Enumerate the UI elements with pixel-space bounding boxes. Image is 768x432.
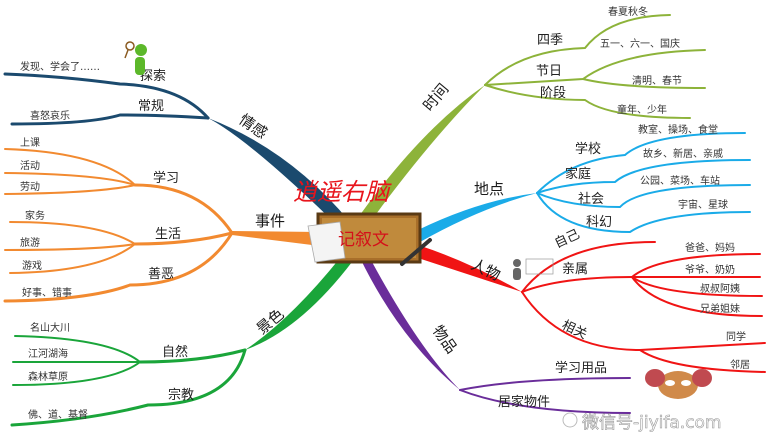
explorer-figure-icon — [124, 41, 147, 75]
node-seasons[interactable]: 四季 — [537, 33, 563, 48]
watermark-text: 微信号-jiyifa.com — [582, 413, 721, 432]
leaf[interactable]: 邻居 — [730, 358, 750, 371]
branch-scenery[interactable]: 景色 自然 名山大川 江河湖海 森林草原 宗教 佛、道、基督 — [10, 258, 352, 427]
node-home-items[interactable]: 居家物件 — [498, 394, 550, 410]
branch-label-scenery: 景色 — [253, 305, 288, 338]
paper-icon — [307, 221, 346, 263]
leaf[interactable]: 春夏秋冬 — [608, 5, 648, 18]
leaf[interactable]: 名山大川 — [30, 321, 70, 334]
leaf[interactable]: 宇宙、星球 — [678, 198, 728, 211]
leaf[interactable]: 故乡、新居、亲戚 — [643, 147, 723, 160]
leaf[interactable]: 清明、春节 — [632, 74, 682, 87]
mascot-icon — [645, 369, 712, 399]
node-related[interactable]: 相关 — [559, 318, 589, 343]
center-node[interactable]: 逍遥右脑 记叙文 — [293, 178, 432, 266]
branch-label-object: 物品 — [429, 322, 461, 357]
node-school[interactable]: 学校 — [575, 141, 601, 157]
leaf[interactable]: 活动 — [20, 160, 40, 172]
leaf[interactable]: 兄弟姐妹 — [700, 302, 740, 315]
leaf[interactable]: 喜怒哀乐 — [30, 109, 70, 122]
branch-time[interactable]: 时间 四季 春夏秋冬 节日 五一、六一、国庆 清明、春节 阶段 童年、少年 — [355, 5, 706, 225]
node-relatives[interactable]: 亲属 — [562, 262, 588, 277]
leaf[interactable]: 童年、少年 — [617, 103, 667, 116]
branch-event[interactable]: 事件 学习 上课 活动 劳动 生活 家务 旅游 游戏 善恶 好事、错事 — [3, 137, 320, 303]
node-society[interactable]: 社会 — [578, 191, 604, 207]
leaf[interactable]: 劳动 — [20, 180, 40, 193]
node-religion[interactable]: 宗教 — [168, 387, 194, 403]
leaf[interactable]: 森林草原 — [28, 370, 68, 383]
leaf[interactable]: 上课 — [20, 137, 40, 149]
title: 逍遥右脑 — [293, 178, 392, 206]
node-life[interactable]: 生活 — [155, 227, 181, 242]
leaf[interactable]: 叔叔阿姨 — [700, 282, 740, 295]
leaf[interactable]: 五一、六一、国庆 — [600, 37, 680, 50]
watermark: 微信号-jiyifa.com — [562, 412, 722, 432]
node-explore[interactable]: 探索 — [140, 69, 166, 84]
pen-icon — [400, 238, 432, 266]
node-routine[interactable]: 常规 — [138, 99, 164, 114]
branch-place[interactable]: 地点 学校 教室、操场、食堂 家庭 故乡、新居、亲戚 社会 公园、菜场、车站 科… — [418, 123, 751, 242]
node-study-supplies[interactable]: 学习用品 — [555, 360, 607, 376]
leaf[interactable]: 发现、学会了…… — [20, 60, 100, 73]
node-festivals[interactable]: 节日 — [536, 64, 562, 79]
leaf[interactable]: 旅游 — [20, 236, 40, 249]
node-home[interactable]: 家庭 — [565, 166, 591, 182]
node-stages[interactable]: 阶段 — [540, 86, 566, 101]
node-nature[interactable]: 自然 — [162, 344, 188, 360]
branch-label-time: 时间 — [419, 80, 452, 115]
leaf[interactable]: 佛、道、基督 — [28, 408, 88, 421]
branch-label-place: 地点 — [474, 180, 504, 198]
branch-people[interactable]: 人物 自己 亲属 爸爸、妈妈 爷爷、奶奶 叔叔阿姨 兄弟姐妹 相关 同学 邻居 — [418, 227, 766, 373]
leaf[interactable]: 爸爸、妈妈 — [685, 241, 735, 254]
leaf[interactable]: 游戏 — [22, 259, 42, 272]
leaf[interactable]: 爷爷、奶奶 — [685, 263, 735, 276]
presenter-figure-icon — [513, 258, 554, 280]
node-scifi[interactable]: 科幻 — [586, 215, 612, 230]
leaf[interactable]: 同学 — [726, 330, 746, 343]
node-good-evil[interactable]: 善恶 — [148, 266, 174, 282]
leaf[interactable]: 好事、错事 — [22, 286, 72, 299]
node-self[interactable]: 自己 — [552, 227, 582, 252]
leaf[interactable]: 江河湖海 — [28, 347, 68, 360]
leaf[interactable]: 公园、菜场、车站 — [640, 174, 720, 187]
leaf[interactable]: 家务 — [25, 209, 45, 222]
branch-label-event: 事件 — [255, 212, 285, 230]
node-study[interactable]: 学习 — [153, 170, 179, 186]
leaf[interactable]: 教室、操场、食堂 — [638, 123, 718, 136]
center-label: 记叙文 — [338, 230, 389, 250]
